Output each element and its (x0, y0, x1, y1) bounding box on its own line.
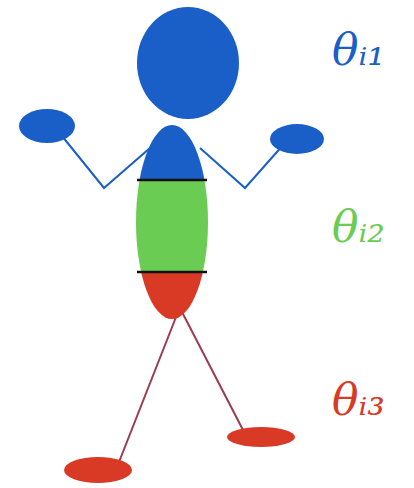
right-arm (200, 144, 284, 188)
left-hand (19, 109, 75, 143)
angle-label: θᵢ₂ (332, 205, 385, 249)
band-divider (137, 179, 207, 182)
band-divider (137, 271, 207, 274)
left-foot (64, 457, 132, 483)
left-leg (119, 312, 178, 462)
right-leg (182, 312, 243, 430)
left-arm (62, 136, 150, 188)
angle-label: θᵢ₃ (332, 378, 385, 422)
angle-label: θᵢ₁ (332, 28, 385, 72)
right-hand (270, 124, 324, 154)
torso-top (136, 125, 208, 180)
right-foot (227, 427, 295, 447)
head (137, 7, 239, 119)
torso-middle (136, 180, 208, 272)
torso-bottom (136, 272, 208, 319)
